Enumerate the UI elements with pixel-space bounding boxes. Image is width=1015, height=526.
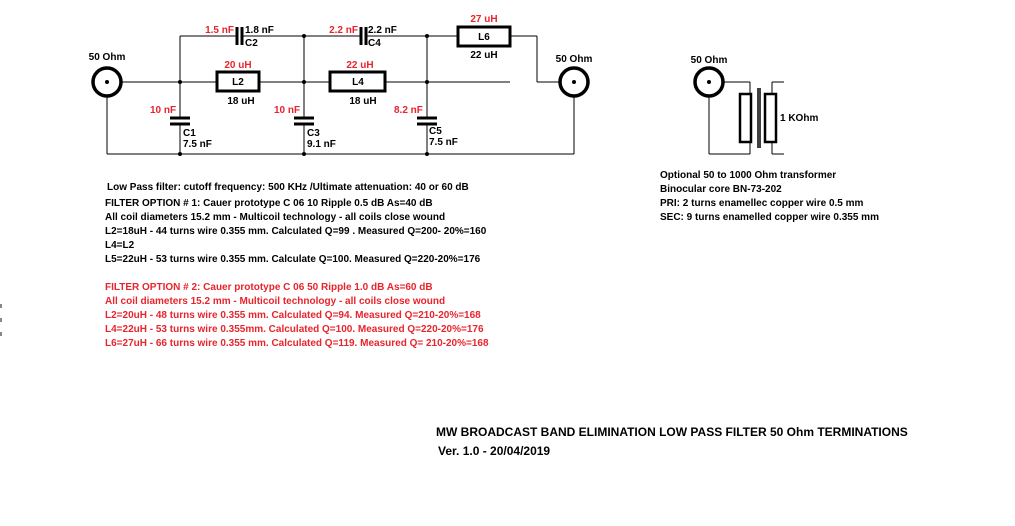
l4-name: L4 [352, 77, 364, 88]
transformer-load-label: 1 KOhm [780, 113, 818, 124]
option2-line: L6=27uH - 66 turns wire 0.355 mm. Calcul… [105, 338, 489, 349]
c2-value-opt1: 1.8 nF [245, 25, 274, 36]
option1-line: L2=18uH - 44 turns wire 0.355 mm. Calcul… [105, 226, 487, 237]
junction-dots [178, 34, 429, 156]
c2-value-opt2: 1.5 nF [205, 25, 234, 36]
filter-notes: Low Pass filter: cutoff frequency: 500 K… [107, 181, 469, 195]
transformer-symbol [693, 66, 784, 155]
inductor-l6 [456, 25, 512, 48]
inductor-l2 [215, 70, 261, 93]
l2-value-opt2: 20 uH [224, 60, 251, 71]
c4-value-opt2: 2.2 nF [329, 25, 358, 36]
filter-option-2: FILTER OPTION # 2: Cauer prototype C 06 … [105, 281, 489, 351]
transformer-port-label: 50 Ohm [691, 55, 728, 66]
c1-value-opt1: 7.5 nF [183, 139, 212, 150]
diagram-title: MW BROADCAST BAND ELIMINATION LOW PASS F… [436, 423, 908, 461]
l4-value-opt2: 22 uH [346, 60, 373, 71]
transformer-note: Optional 50 to 1000 Ohm transformer [660, 170, 837, 181]
wires [106, 35, 575, 155]
inductors [215, 25, 512, 93]
edge-tick [0, 332, 2, 336]
transformer-secondary [763, 92, 778, 144]
l4-value-opt1: 18 uH [349, 96, 376, 107]
transformer-notes: Optional 50 to 1000 Ohm transformer Bino… [660, 169, 879, 225]
port-out-label: 50 Ohm [556, 54, 593, 65]
l6-value-opt2: 27 uH [470, 14, 497, 25]
title-line: MW BROADCAST BAND ELIMINATION LOW PASS F… [436, 425, 908, 439]
c1-name: C1 [183, 128, 196, 139]
port-in-connector [91, 66, 123, 98]
l2-value-opt1: 18 uH [227, 96, 254, 107]
port-out-connector [558, 66, 590, 98]
edge-tick [0, 304, 2, 308]
c4-name: C4 [368, 38, 381, 49]
option2-line: FILTER OPTION # 2: Cauer prototype C 06 … [105, 282, 433, 293]
option1-line: L5=22uH - 53 turns wire 0.355 mm. Calcul… [105, 254, 481, 265]
transformer-note: Binocular core BN-73-202 [660, 184, 782, 195]
l2-name: L2 [232, 77, 244, 88]
port-in-label: 50 Ohm [89, 52, 126, 63]
c1-value-opt2: 10 nF [150, 105, 176, 116]
option1-line: FILTER OPTION # 1: Cauer prototype C 06 … [105, 198, 433, 209]
version-line: Ver. 1.0 - 20/04/2019 [438, 444, 551, 458]
transformer-note: SEC: 9 turns enamelled copper wire 0.355… [660, 212, 879, 223]
option2-line: L4=22uH - 53 turns wire 0.355mm. Calcula… [105, 324, 484, 335]
shunt-capacitors [170, 116, 437, 126]
c5-value-opt1: 7.5 nF [429, 137, 458, 148]
option1-line: All coil diameters 15.2 mm - Multicoil t… [105, 212, 446, 223]
c2-name: C2 [245, 38, 258, 49]
edge-tick [0, 318, 2, 322]
option2-line: All coil diameters 15.2 mm - Multicoil t… [105, 296, 446, 307]
filter-option-1: FILTER OPTION # 1: Cauer prototype C 06 … [105, 197, 486, 267]
series-capacitors [235, 27, 368, 45]
c5-value-opt2: 8.2 nF [394, 105, 423, 116]
c5-name: C5 [429, 126, 442, 137]
transformer-primary [738, 92, 753, 144]
option2-line: L2=20uH - 48 turns wire 0.355 mm. Calcul… [105, 310, 481, 321]
inductor-l4 [328, 70, 387, 93]
transformer-note: PRI: 2 turns enamellec copper wire 0.5 m… [660, 198, 864, 209]
l6-name: L6 [478, 32, 490, 43]
c3-value-opt1: 9.1 nF [307, 139, 336, 150]
c3-name: C3 [307, 128, 320, 139]
c4-value-opt1: 2.2 nF [368, 25, 397, 36]
l6-value-opt1: 22 uH [470, 50, 497, 61]
option1-line: L4=L2 [105, 240, 135, 251]
c3-value-opt2: 10 nF [274, 105, 300, 116]
general-note: Low Pass filter: cutoff frequency: 500 K… [107, 182, 469, 193]
